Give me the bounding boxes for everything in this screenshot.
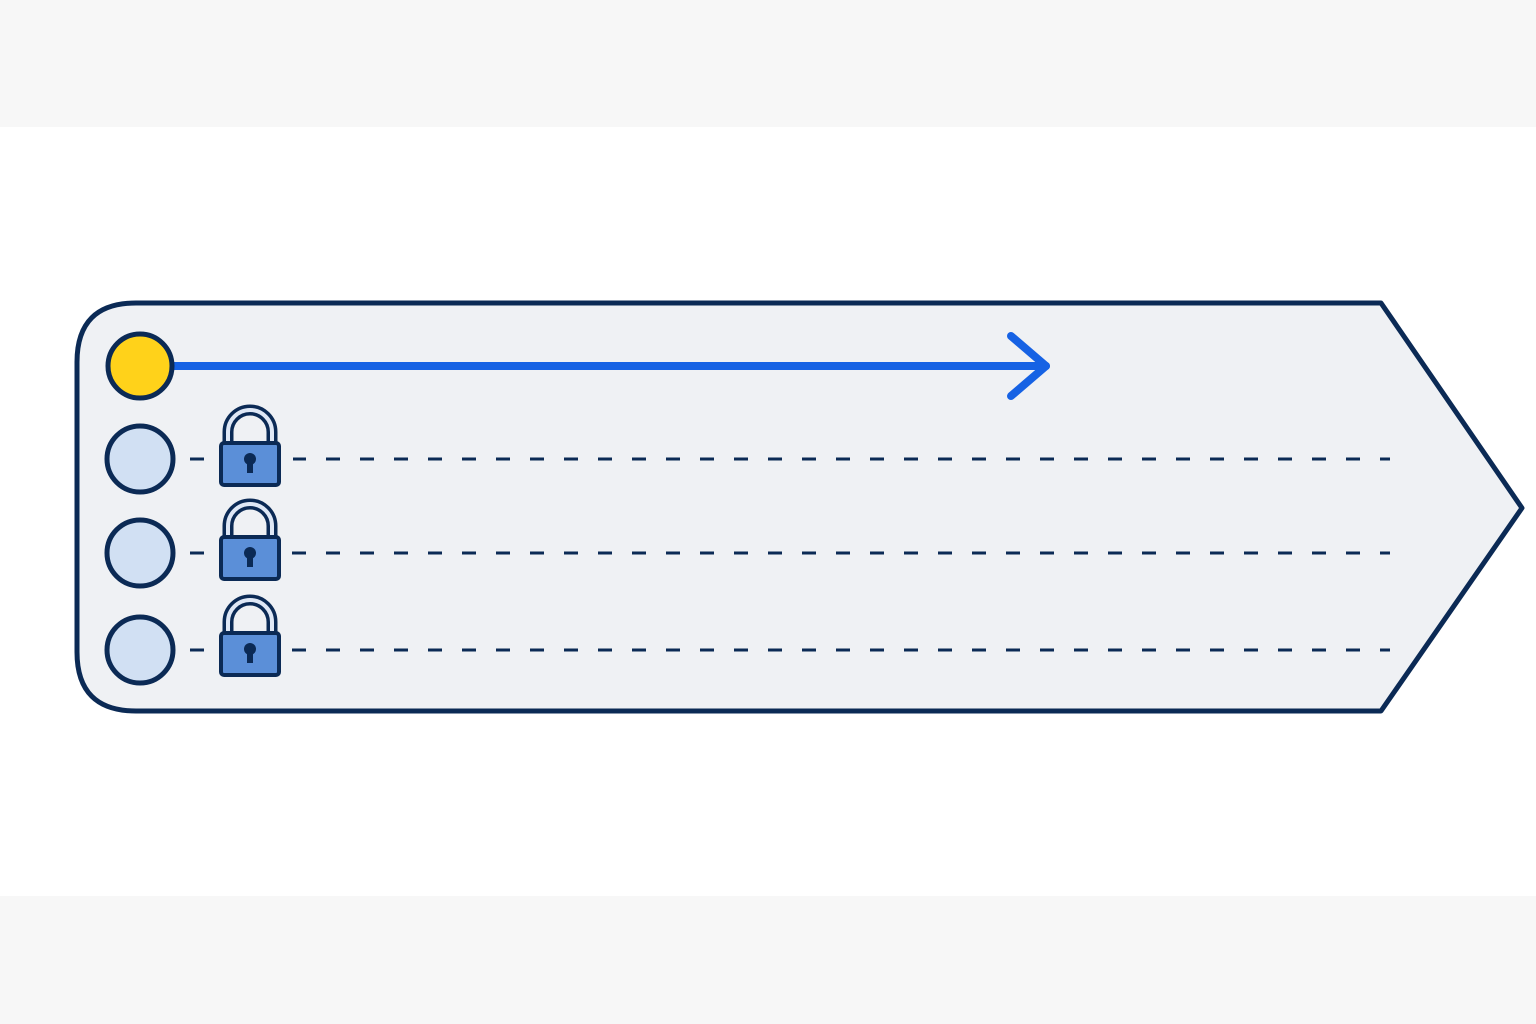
inactive-node <box>104 614 176 686</box>
padlock-icon <box>219 404 281 487</box>
track-3 <box>104 498 1390 589</box>
inactive-node <box>104 423 176 495</box>
track-4 <box>104 594 1390 686</box>
bottom-band <box>0 896 1536 1024</box>
padlock-icon <box>219 498 281 581</box>
lock-shackle-inner <box>226 502 274 542</box>
padlock-icon <box>219 594 281 677</box>
lock-shackle-inner <box>226 598 274 638</box>
lock-shackle-inner <box>226 408 274 448</box>
lock-keyhole-slot <box>247 555 253 567</box>
active-node <box>105 331 175 401</box>
track-1 <box>105 331 1050 401</box>
top-band <box>0 0 1536 127</box>
lock-keyhole-slot <box>247 461 253 473</box>
pennant-panel <box>74 300 1525 714</box>
inactive-node <box>104 517 176 589</box>
gap-mask <box>283 452 293 466</box>
track-2 <box>104 404 1390 495</box>
lock-keyhole-slot <box>247 651 253 663</box>
arrow-right-icon <box>1007 332 1050 400</box>
